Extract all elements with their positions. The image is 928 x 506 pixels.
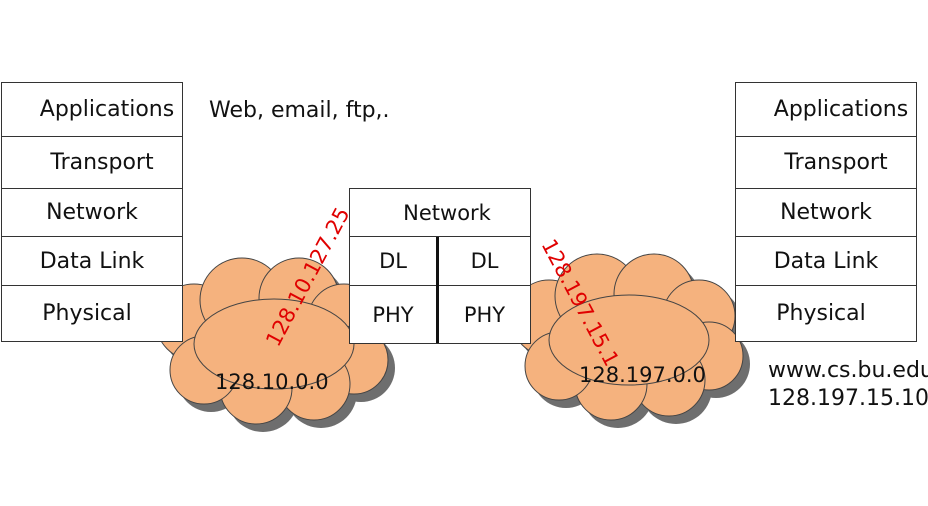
left-protocol-stack: Applications Transport Network Data Link… <box>1 82 183 342</box>
layer-physical: Physical <box>42 301 132 326</box>
router-phy-right: PHY <box>463 302 506 327</box>
layer-data-link: Data Link <box>2 237 182 286</box>
host-ip: 128.197.15.10 <box>768 386 928 411</box>
router-phy-left: PHY <box>372 302 414 327</box>
applications-note: Web, email, ftp,. <box>209 98 390 123</box>
left-network-address: 128.10.0.0 <box>215 370 329 394</box>
router-dl-right: DL <box>439 237 530 286</box>
layer-transport: Transport <box>736 137 916 189</box>
right-network-address: 128.197.0.0 <box>579 363 706 387</box>
layer-physical: Physical <box>776 301 866 326</box>
router-stack: Network DL DL PHY PHY <box>349 188 531 344</box>
router-divider <box>436 237 439 343</box>
router-dl-left: DL <box>350 237 436 286</box>
layer-applications: Applications <box>736 83 916 137</box>
layer-transport: Transport <box>2 137 182 189</box>
layer-applications: Applications <box>2 83 182 137</box>
router-network-layer: Network <box>350 189 530 237</box>
cloud-right <box>510 253 750 428</box>
layer-data-link: Data Link <box>736 237 916 286</box>
layer-network: Network <box>736 189 916 237</box>
host-name: www.cs.bu.edu <box>768 358 928 383</box>
right-protocol-stack: Applications Transport Network Data Link… <box>735 82 917 342</box>
layer-network: Network <box>2 189 182 237</box>
